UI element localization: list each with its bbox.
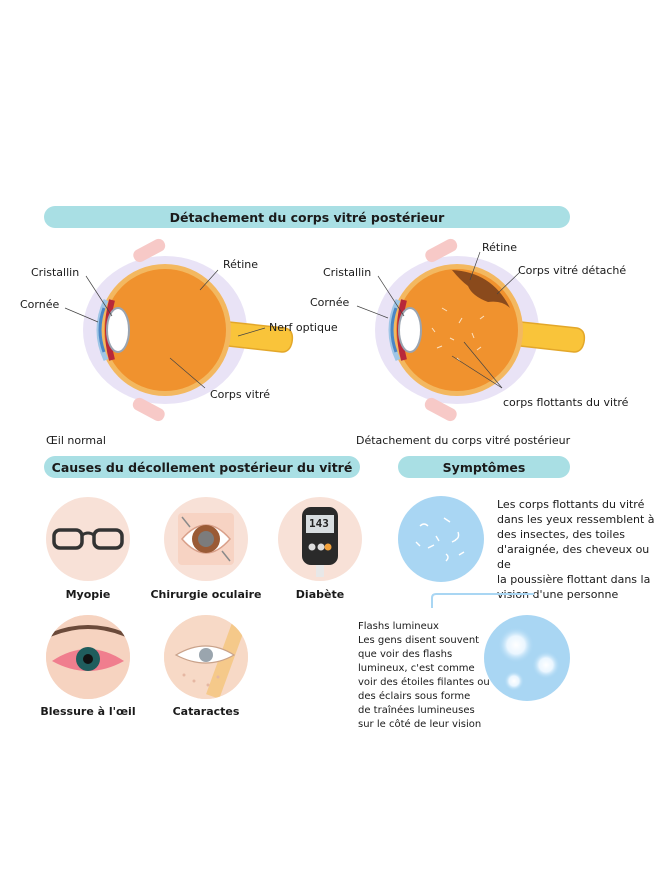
glucometer-reading: 143 xyxy=(309,517,329,530)
normal-eye-diagram xyxy=(64,238,294,422)
floaters-icon xyxy=(415,517,465,562)
flashes-description: Flashs lumineux Les gens disent souvent … xyxy=(358,620,490,732)
label-corps-vitre-detache: Corps vitré détaché xyxy=(518,264,627,277)
cause-diabete-label: Diabète xyxy=(295,588,345,601)
glucometer-icon xyxy=(302,507,338,577)
floaters-line: vision d'une personne xyxy=(497,588,619,601)
label-corps-vitre: Corps vitré xyxy=(210,388,271,401)
cause-cataractes-label: Cataractes xyxy=(172,705,240,718)
floaters-description: Les corps flottants du vitré dans les ye… xyxy=(497,497,666,602)
caption-normal-eye: Œil normal xyxy=(46,434,106,447)
label-cornee-detached: Cornée xyxy=(310,296,350,309)
flashes-line: lumineux, c'est comme xyxy=(358,663,475,674)
label-corps-flottants: corps flottants du vitré xyxy=(503,396,629,409)
page-title: Détachement du corps vitré postérieur xyxy=(169,209,445,225)
symptoms-title-pill: Symptômes xyxy=(398,456,570,478)
causes-title: Causes du décollement postérieur du vitr… xyxy=(51,459,353,475)
eye-surgery-icon xyxy=(178,513,234,565)
connector-line xyxy=(431,593,534,608)
header-title-pill: Détachement du corps vitré postérieur xyxy=(44,206,570,228)
flashes-line: des éclairs sous forme xyxy=(358,691,471,702)
cause-diabete-circle: 143 xyxy=(278,497,362,581)
flashes-icon xyxy=(498,627,560,691)
floaters-line: d'araignée, des cheveux ou de xyxy=(497,543,650,571)
injured-eye-icon xyxy=(46,615,130,699)
floaters-circle xyxy=(398,496,484,582)
flashes-line: Les gens disent souvent xyxy=(358,635,480,646)
label-retine: Rétine xyxy=(223,258,259,271)
cataract-icon xyxy=(164,615,248,699)
cause-blessure-label: Blessure à l'œil xyxy=(40,705,136,718)
label-retine-detached: Rétine xyxy=(482,241,518,254)
cause-myopie-circle xyxy=(46,497,130,581)
flashes-circle xyxy=(484,615,570,701)
label-cristallin-detached: Cristallin xyxy=(323,266,372,279)
causes-title-pill: Causes du décollement postérieur du vitr… xyxy=(44,456,360,478)
cause-chirurgie-label: Chirurgie oculaire xyxy=(150,588,262,601)
floaters-line: des insectes, des toiles xyxy=(497,528,625,541)
flashes-line: de traînées lumineuses xyxy=(358,705,475,716)
flashes-line: voir des étoiles filantes ou xyxy=(358,677,490,688)
cause-blessure-circle xyxy=(46,615,130,699)
flashes-line: Flashs lumineux xyxy=(358,621,439,632)
floaters-line: dans les yeux ressemblent à xyxy=(497,513,655,526)
flashes-line: que voir des flashs xyxy=(358,649,453,660)
label-nerf-optique: Nerf optique xyxy=(269,321,338,334)
cause-cataractes-circle xyxy=(164,615,248,699)
symptoms-title: Symptômes xyxy=(442,459,526,475)
flashes-line: sur le côté de leur vision xyxy=(358,719,482,730)
detached-eye-diagram xyxy=(356,238,586,422)
label-cornee: Cornée xyxy=(20,298,60,311)
cause-myopie-label: Myopie xyxy=(65,588,111,601)
cause-chirurgie-circle xyxy=(164,497,248,581)
caption-detached-eye: Détachement du corps vitré postérieur xyxy=(356,434,571,447)
floaters-line: Les corps flottants du vitré xyxy=(497,498,645,511)
floaters-line: la poussière flottant dans la xyxy=(497,573,651,586)
label-cristallin: Cristallin xyxy=(31,266,80,279)
glasses-icon xyxy=(52,528,124,550)
